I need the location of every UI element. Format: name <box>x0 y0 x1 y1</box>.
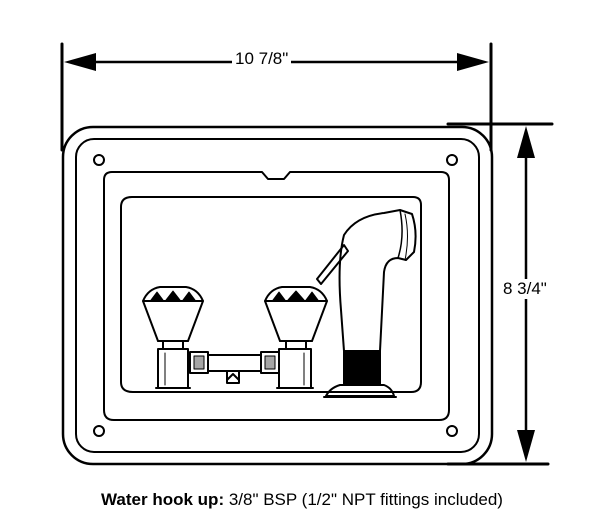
screw-hole-bottom-left <box>93 425 105 437</box>
box-outline <box>61 125 494 466</box>
water-inlet-tee <box>226 370 240 381</box>
arrowhead-left <box>64 53 96 71</box>
spray-head <box>316 209 417 398</box>
spray-base <box>325 384 395 397</box>
right-valve <box>260 286 328 389</box>
left-valve <box>142 286 209 389</box>
screw-hole-top-left <box>93 154 105 166</box>
width-dimension-label: 10 7/8" <box>232 49 292 69</box>
right-valve-handle <box>264 300 328 342</box>
water-hookup-caption: Water hook up: 3/8" BSP (1/2" NPT fittin… <box>0 490 604 510</box>
water-pipe <box>207 354 262 384</box>
spray-grip <box>343 350 381 386</box>
caption-text: 3/8" BSP (1/2" NPT fittings included) <box>224 490 503 509</box>
left-fitting <box>189 351 209 374</box>
screw-hole-top-right <box>446 154 458 166</box>
recess-wall <box>120 196 422 393</box>
height-dimension-label: 8 3/4" <box>500 279 550 299</box>
arrowhead-right <box>457 53 489 71</box>
left-valve-handle <box>142 300 204 342</box>
spray-trigger-lever <box>316 244 349 285</box>
caption-label: Water hook up: <box>101 490 225 509</box>
screw-hole-bottom-right <box>446 425 458 437</box>
arrowhead-up <box>517 126 535 158</box>
mounting-holes <box>93 154 458 437</box>
arrowhead-down <box>517 430 535 462</box>
spray-body <box>338 209 417 352</box>
